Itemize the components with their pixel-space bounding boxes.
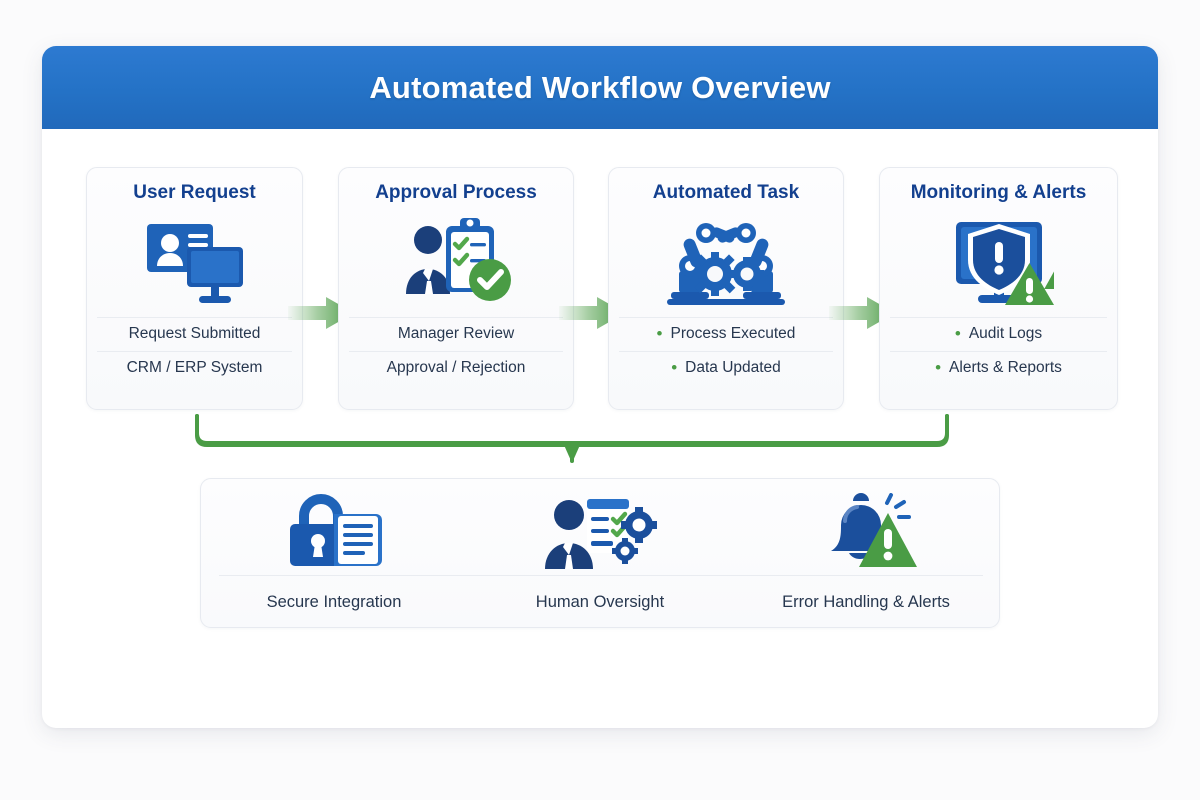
- stage-title: User Request: [133, 182, 256, 203]
- feature-error-handling-alerts[interactable]: Error Handling & Alerts: [733, 479, 999, 627]
- stage-item-label: Audit Logs: [968, 325, 1043, 343]
- list-item: Manager Review: [349, 316, 563, 351]
- header-bar: Automated Workflow Overview: [42, 46, 1158, 129]
- bracket-down-connector-icon: [195, 414, 949, 463]
- list-item: CRM / ERP System: [97, 350, 292, 385]
- list-item: Approval / Rejection: [349, 350, 563, 385]
- stage-items: • Process Executed • Data Updated: [619, 316, 833, 385]
- features-panel: Secure Integration: [200, 478, 1000, 628]
- stage-item-label: Process Executed: [670, 325, 796, 343]
- list-item: • Process Executed: [619, 316, 833, 351]
- list-item: • Alerts & Reports: [890, 350, 1107, 385]
- feature-label: Error Handling & Alerts: [782, 593, 950, 611]
- bullet-icon: •: [935, 357, 942, 377]
- stage-card-user-request[interactable]: User Request: [86, 167, 303, 410]
- feature-label: Human Oversight: [535, 593, 665, 611]
- connector-gap-3: [829, 167, 895, 410]
- feature-human-oversight[interactable]: Human Oversight: [467, 479, 733, 627]
- stage-title: Approval Process: [375, 182, 537, 203]
- stage-items: Request Submitted CRM / ERP System: [97, 316, 292, 385]
- stage-items: • Audit Logs • Alerts & Reports: [890, 316, 1107, 385]
- page-title: Automated Workflow Overview: [369, 69, 831, 105]
- stage-item-label: Request Submitted: [128, 325, 261, 343]
- stage-title: Automated Task: [652, 182, 800, 203]
- stage-card-automated-task[interactable]: Automated Task: [608, 167, 844, 410]
- bullet-icon: •: [671, 357, 678, 377]
- list-item: • Audit Logs: [890, 316, 1107, 351]
- manager-clipboard-check-icon: [398, 209, 514, 315]
- bullet-icon: •: [656, 323, 663, 343]
- bullet-icon: •: [954, 323, 961, 343]
- stage-card-approval-process[interactable]: Approval Process: [338, 167, 574, 410]
- stage-item-label: CRM / ERP System: [126, 359, 263, 377]
- stage-card-monitoring-alerts[interactable]: Monitoring & Alerts: [879, 167, 1118, 410]
- robot-arms-gears-icon: [663, 209, 789, 315]
- workflow-stages-row: User Request: [86, 167, 1118, 410]
- user-card-monitor-icon: [143, 209, 247, 315]
- stage-item-label: Alerts & Reports: [949, 359, 1062, 377]
- features-divider: [219, 575, 983, 576]
- monitor-shield-warning-icon: [944, 209, 1054, 315]
- feature-label: Secure Integration: [266, 593, 402, 611]
- stage-title: Monitoring & Alerts: [910, 182, 1087, 203]
- connector-gap-1: [288, 167, 354, 410]
- stage-item-label: Data Updated: [685, 359, 781, 377]
- connector-gap-2: [559, 167, 625, 410]
- arrow-right-icon: [288, 297, 354, 329]
- person-checklist-gears-icon: [539, 491, 661, 575]
- stage-items: Manager Review Approval / Rejection: [349, 316, 563, 385]
- main-panel: Automated Workflow Overview User Request: [42, 46, 1158, 728]
- bell-warning-icon: [813, 491, 919, 575]
- lock-document-icon: [282, 491, 386, 575]
- stage-item-label: Manager Review: [397, 325, 515, 343]
- list-item: • Data Updated: [619, 350, 833, 385]
- list-item: Request Submitted: [97, 316, 292, 351]
- arrow-right-icon: [829, 297, 895, 329]
- feature-secure-integration[interactable]: Secure Integration: [201, 479, 467, 627]
- stage-item-label: Approval / Rejection: [386, 359, 526, 377]
